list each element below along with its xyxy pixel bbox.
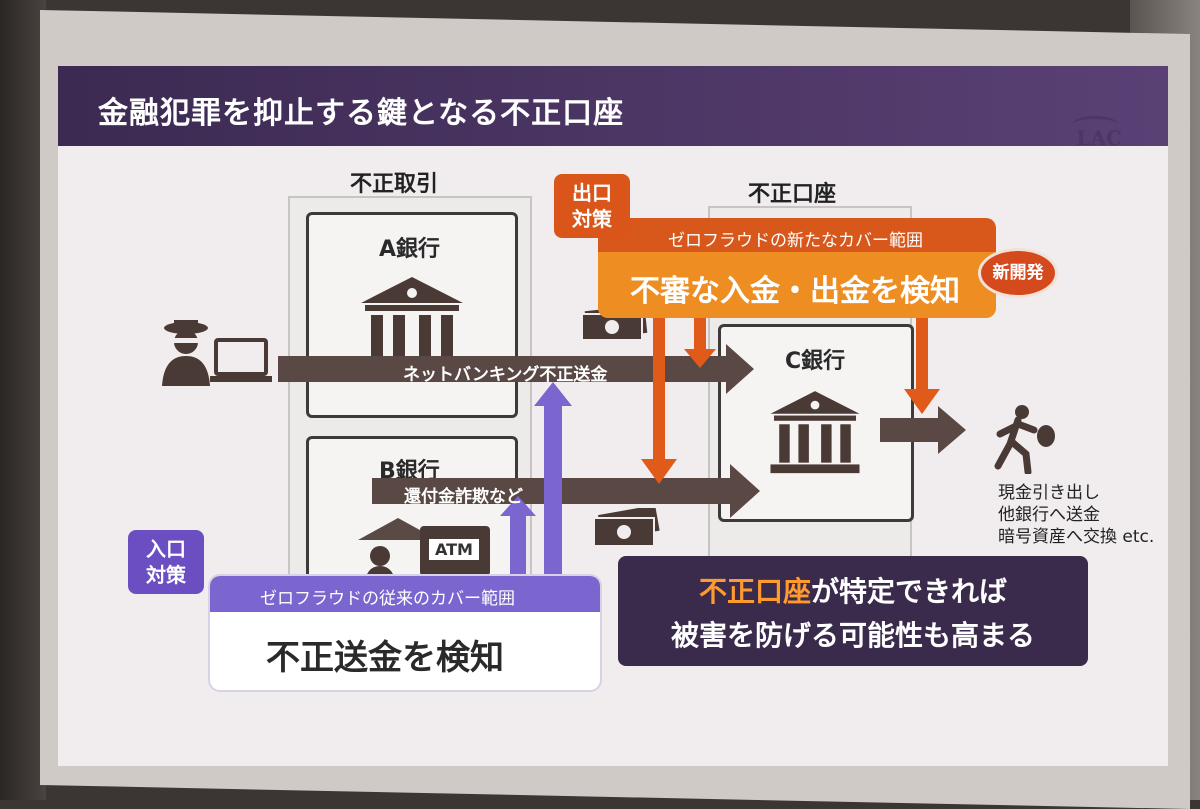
bank-c-label: C銀行 xyxy=(785,349,846,374)
entry-tag-line-2: 対策 xyxy=(146,563,186,587)
exit-tag-line-2: 対策 xyxy=(572,207,612,231)
entry-arrow-up-2-head xyxy=(500,496,536,516)
exit-coverage-label: ゼロフラウドの新たなカバー範囲 xyxy=(668,231,923,251)
exit-arrow-down-2 xyxy=(694,311,706,351)
conclusion-line-1-rest: が特定できれば xyxy=(811,575,1008,608)
exit-arrow-down-1 xyxy=(653,311,665,461)
conclusion-line-1: 不正口座が特定できれば xyxy=(618,570,1088,610)
refund-flow-label: 還付金詐欺など xyxy=(404,487,523,507)
title-bar: 金融犯罪を抑止する鍵となる不正口座 xyxy=(58,66,1168,146)
exit-measures-tag: 出口 対策 xyxy=(554,174,630,238)
outcome-line-3: 暗号資産へ交換 etc. xyxy=(998,527,1155,547)
netbanking-arrow-head xyxy=(726,344,754,394)
exit-arrow-down-1-head xyxy=(641,459,677,484)
exit-detect-label: 不審な入金・出金を検知 xyxy=(630,274,960,309)
company-logo: LAC xyxy=(1076,126,1123,150)
room-wall-left xyxy=(0,0,46,800)
conclusion-line-2: 被害を防げる可能性も高まる xyxy=(670,619,1035,652)
flow-arrows xyxy=(278,311,966,574)
new-development-badge: 新開発 xyxy=(978,248,1058,298)
slide: 金融犯罪を抑止する鍵となる不正口座 LAC 不正取引 不正口座 A銀行 B銀行 … xyxy=(58,66,1168,766)
hacker-icon xyxy=(162,320,272,386)
entry-arrow-up-1 xyxy=(544,404,562,574)
logo-arc-icon xyxy=(1072,116,1118,133)
atm-label: ATM xyxy=(429,539,479,560)
entry-coverage-label: ゼロフラウドの従来のカバー範囲 xyxy=(260,589,515,609)
outflow-arrow-shaft xyxy=(880,418,940,442)
entry-arrow-up-2 xyxy=(510,514,526,574)
cash-icon xyxy=(593,508,660,547)
entry-tag-line-1: 入口 xyxy=(146,537,186,561)
entry-arrow-up-1-head xyxy=(534,382,572,406)
exit-tag-line-1: 出口 xyxy=(572,181,612,205)
exit-arrow-down-3 xyxy=(916,311,928,391)
slide-title: 金融犯罪を抑止する鍵となる不正口座 xyxy=(98,96,625,131)
conclusion-highlight: 不正口座 xyxy=(698,575,811,608)
atm-machine: ATM xyxy=(420,526,490,576)
runner-with-money-icon xyxy=(994,405,1055,474)
exit-measures-band: ゼロフラウドの新たなカバー範囲 不審な入金・出金を検知 xyxy=(598,218,996,318)
netbanking-flow-label: ネットバンキング不正送金 xyxy=(403,365,608,385)
refund-arrow-head xyxy=(730,464,760,518)
conclusion-box: 不正口座が特定できれば 被害を防げる可能性も高まる xyxy=(618,556,1088,666)
entry-coverage-head xyxy=(210,576,600,612)
entry-detect-label: 不正送金を検知 xyxy=(266,638,504,678)
outcome-line-1: 現金引き出し xyxy=(998,483,1100,503)
bank-a-label: A銀行 xyxy=(379,237,441,262)
exit-arrow-down-3-head xyxy=(904,389,940,414)
bank-building-icon xyxy=(770,391,860,474)
bank-a-box: A銀行 xyxy=(306,212,518,418)
entry-measures-band: ゼロフラウドの従来のカバー範囲 不正送金を検知 xyxy=(210,576,600,690)
column-label-fraud-transactions: 不正取引 xyxy=(350,172,439,197)
outflow-arrow-head xyxy=(938,406,966,454)
entry-measures-tag: 入口 対策 xyxy=(128,530,204,594)
exit-arrow-down-2-head xyxy=(684,349,716,368)
column-label-fraud-accounts: 不正口座 xyxy=(748,182,837,207)
outcome-line-2: 他銀行へ送金 xyxy=(998,505,1100,525)
